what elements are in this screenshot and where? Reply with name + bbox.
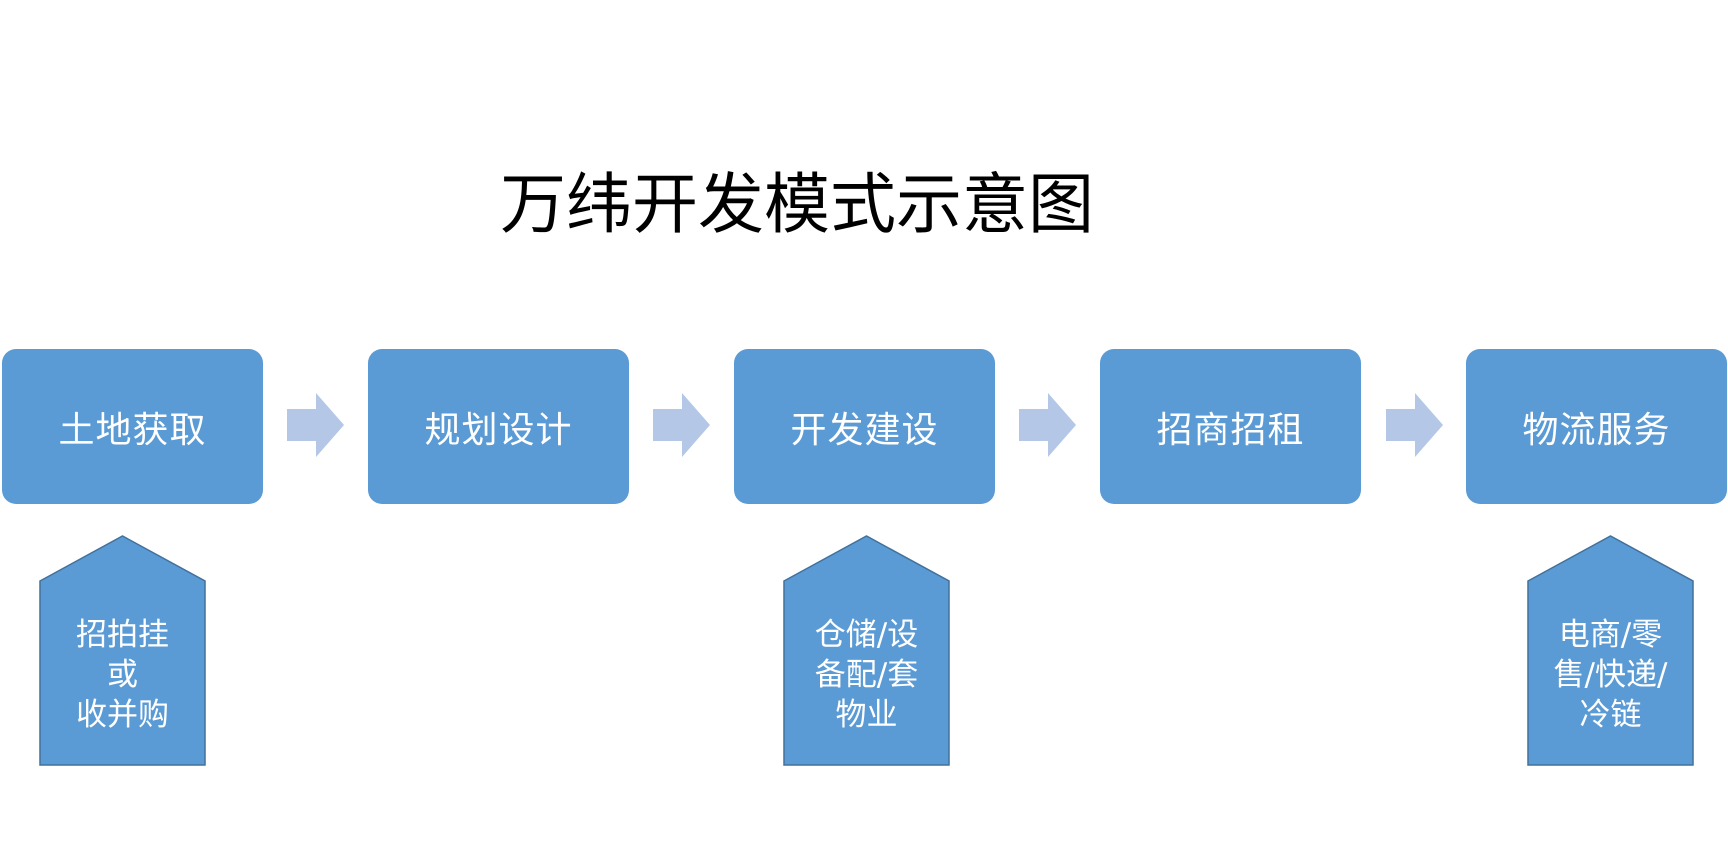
- note-callout-land: 招拍挂 或 收并购: [39, 535, 206, 766]
- pentagon-shape-icon: [1527, 535, 1694, 766]
- note-text: 仓储/设 备配/套 物业: [814, 617, 919, 733]
- note-callout-construction: 仓储/设 备配/套 物业: [783, 535, 950, 766]
- step-label: 物流服务: [1522, 409, 1671, 451]
- step-label: 规划设计: [424, 409, 573, 451]
- step-box-development-construction: 开发建设: [734, 349, 995, 504]
- diagram-title: 万纬开发模式示意图: [500, 166, 1094, 243]
- step-box-planning-design: 规划设计: [368, 349, 629, 504]
- flow-arrow-icon: [653, 393, 710, 457]
- step-box-logistics-service: 物流服务: [1466, 349, 1727, 504]
- step-box-land-acquisition: 土地获取: [2, 349, 263, 504]
- step-label: 招商招租: [1156, 409, 1305, 451]
- note-text: 电商/零 售/快递/ 冷链: [1553, 617, 1668, 733]
- step-label: 开发建设: [790, 409, 939, 451]
- step-box-leasing: 招商招租: [1100, 349, 1361, 504]
- flow-arrow-icon: [1019, 393, 1076, 457]
- step-label: 土地获取: [58, 409, 207, 451]
- note-callout-logistics: 电商/零 售/快递/ 冷链: [1527, 535, 1694, 766]
- flow-arrow-icon: [1386, 393, 1443, 457]
- pentagon-shape-icon: [783, 535, 950, 766]
- flow-arrow-icon: [287, 393, 344, 457]
- note-text: 招拍挂 或 收并购: [76, 617, 169, 733]
- pentagon-shape-icon: [39, 535, 206, 766]
